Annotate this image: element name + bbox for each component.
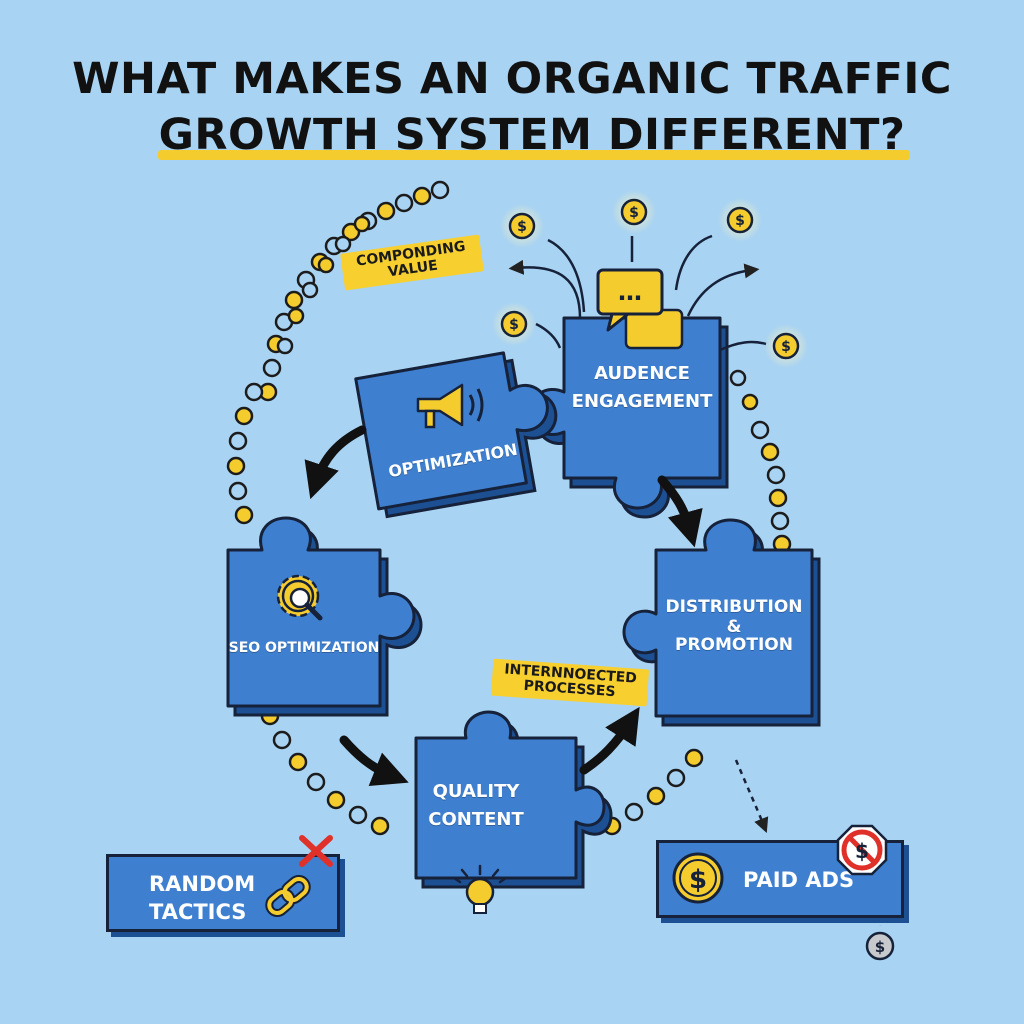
card-random-tactics: RANDOM TACTICS xyxy=(106,854,340,932)
random-tactics-line1: RANDOM xyxy=(149,872,256,896)
random-tactics-line2: TACTICS xyxy=(149,900,247,924)
piece-seo-optimization xyxy=(226,516,423,717)
piece-quality-content xyxy=(414,710,613,889)
piece-distribution-promotion xyxy=(622,518,821,727)
chat-icon xyxy=(596,268,684,350)
label-audience-line2: ENGAGEMENT xyxy=(571,391,713,412)
piece-audience-engagement xyxy=(528,316,729,519)
title-underline xyxy=(158,150,910,160)
coin-symbol: $ xyxy=(517,219,527,235)
card-paid-ads: PAID ADS xyxy=(656,840,904,918)
label-quality-line1: QUALITY xyxy=(432,781,520,802)
label-quality-line2: CONTENT xyxy=(428,809,524,830)
label-distribution-line1: DISTRIBUTION xyxy=(665,597,803,617)
coin-symbol: $ xyxy=(509,317,519,333)
lightbulb-icon xyxy=(452,864,508,914)
title-line-1: WHAT MAKES AN ORGANIC TRAFFIC xyxy=(72,54,952,104)
label-seo-optimization: SEO OPTIMIZATION xyxy=(228,640,380,656)
label-audience-line1: AUDENCE xyxy=(594,363,690,384)
chain-beads xyxy=(226,180,792,836)
coin-symbol: $ xyxy=(735,213,745,229)
chat-dots: … xyxy=(618,278,642,306)
label-distribution-line3: PROMOTION xyxy=(675,635,793,655)
piece-optimization xyxy=(354,351,558,519)
coin-symbol: $ xyxy=(781,339,791,355)
coin-symbol: $ xyxy=(629,205,639,221)
dollar-coins xyxy=(492,190,808,368)
paid-ads-label: PAID ADS xyxy=(743,868,855,892)
label-distribution-line2: & xyxy=(726,617,742,637)
flow-arrows xyxy=(304,425,703,787)
gear-magnifier-icon xyxy=(276,574,323,621)
audience-reach-lines xyxy=(508,234,882,927)
megaphone-icon xyxy=(416,383,484,429)
